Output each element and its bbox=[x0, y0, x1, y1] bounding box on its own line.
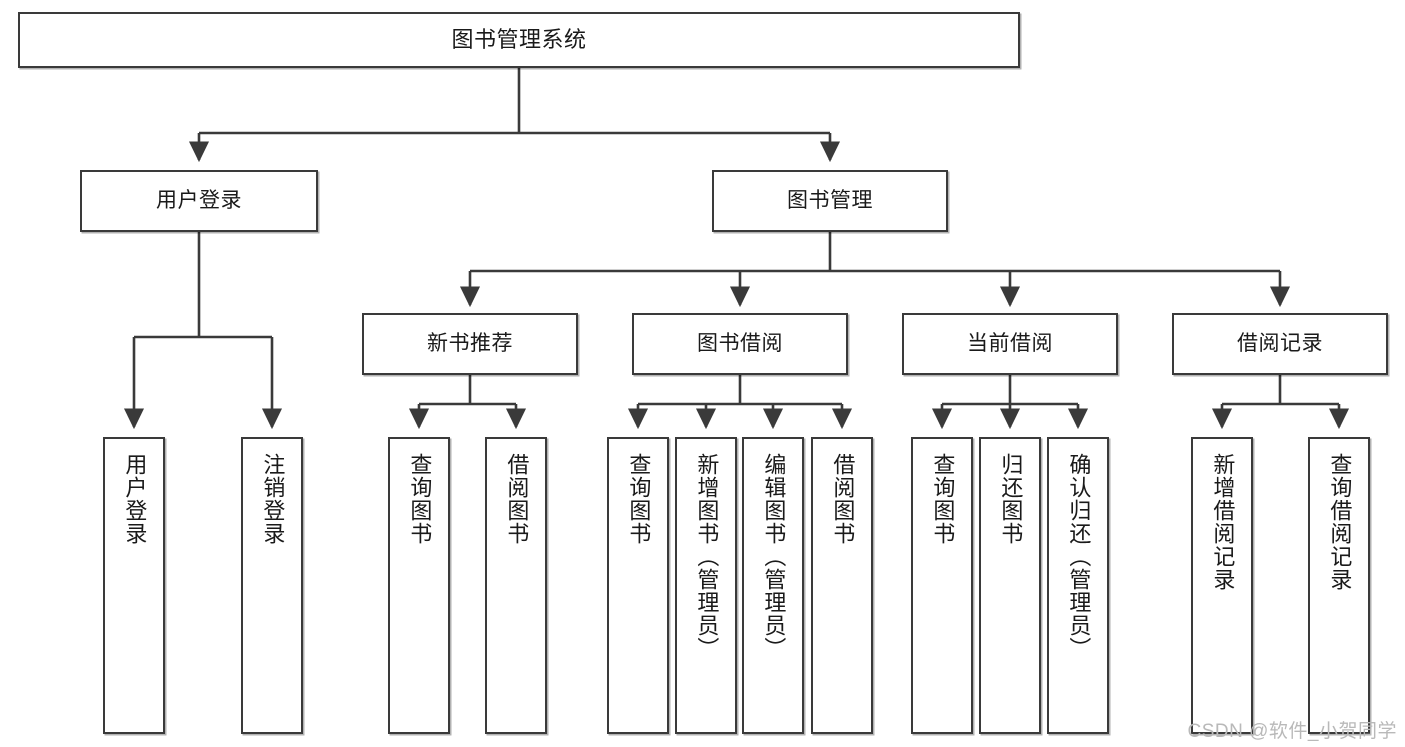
node-leaf-confirm-return[interactable]: 确认归还（管理员） bbox=[1047, 437, 1109, 734]
node-leaf-logout-login-label: 注销登录 bbox=[260, 453, 286, 545]
node-book-borrow[interactable]: 图书借阅 bbox=[632, 313, 848, 375]
node-new-book-recommend[interactable]: 新书推荐 bbox=[362, 313, 578, 375]
node-leaf-logout-login[interactable]: 注销登录 bbox=[241, 437, 303, 734]
node-leaf-query-record-label: 查询借阅记录 bbox=[1327, 453, 1353, 591]
node-leaf-add-record[interactable]: 新增借阅记录 bbox=[1191, 437, 1253, 734]
node-new-book-recommend-label: 新书推荐 bbox=[427, 332, 513, 356]
node-book-borrow-label: 图书借阅 bbox=[697, 332, 783, 356]
node-leaf-add-book-label: 新增图书（管理员） bbox=[694, 453, 720, 660]
node-leaf-edit-book[interactable]: 编辑图书（管理员） bbox=[742, 437, 804, 734]
node-leaf-query-book-2-label: 查询图书 bbox=[626, 453, 652, 545]
node-leaf-user-login-label: 用户登录 bbox=[122, 453, 148, 545]
node-leaf-add-book[interactable]: 新增图书（管理员） bbox=[675, 437, 737, 734]
node-leaf-return-book-label: 归还图书 bbox=[998, 453, 1024, 545]
node-root[interactable]: 图书管理系统 bbox=[18, 12, 1020, 68]
node-leaf-borrow-book-1-label: 借阅图书 bbox=[504, 453, 530, 545]
node-leaf-confirm-return-label: 确认归还（管理员） bbox=[1066, 453, 1092, 660]
node-root-label: 图书管理系统 bbox=[451, 26, 587, 52]
node-leaf-borrow-book-1[interactable]: 借阅图书 bbox=[485, 437, 547, 734]
node-borrow-record-label: 借阅记录 bbox=[1237, 332, 1323, 356]
node-leaf-borrow-book-2[interactable]: 借阅图书 bbox=[811, 437, 873, 734]
node-current-borrow-label: 当前借阅 bbox=[967, 332, 1053, 356]
node-leaf-borrow-book-2-label: 借阅图书 bbox=[830, 453, 856, 545]
node-leaf-edit-book-label: 编辑图书（管理员） bbox=[761, 453, 787, 660]
watermark-text: CSDN @软件_小贺同学 bbox=[1187, 721, 1397, 742]
node-book-management-label: 图书管理 bbox=[787, 189, 873, 213]
node-book-management[interactable]: 图书管理 bbox=[712, 170, 948, 232]
node-user-login-label: 用户登录 bbox=[156, 189, 242, 213]
node-leaf-query-book-3[interactable]: 查询图书 bbox=[911, 437, 973, 734]
node-leaf-query-book-1-label: 查询图书 bbox=[407, 453, 433, 545]
node-leaf-user-login[interactable]: 用户登录 bbox=[103, 437, 165, 734]
node-leaf-query-book-2[interactable]: 查询图书 bbox=[607, 437, 669, 734]
node-user-login[interactable]: 用户登录 bbox=[80, 170, 318, 232]
node-leaf-query-record[interactable]: 查询借阅记录 bbox=[1308, 437, 1370, 734]
node-borrow-record[interactable]: 借阅记录 bbox=[1172, 313, 1388, 375]
node-leaf-return-book[interactable]: 归还图书 bbox=[979, 437, 1041, 734]
node-current-borrow[interactable]: 当前借阅 bbox=[902, 313, 1118, 375]
node-leaf-add-record-label: 新增借阅记录 bbox=[1210, 453, 1236, 591]
node-leaf-query-book-3-label: 查询图书 bbox=[930, 453, 956, 545]
node-leaf-query-book-1[interactable]: 查询图书 bbox=[388, 437, 450, 734]
